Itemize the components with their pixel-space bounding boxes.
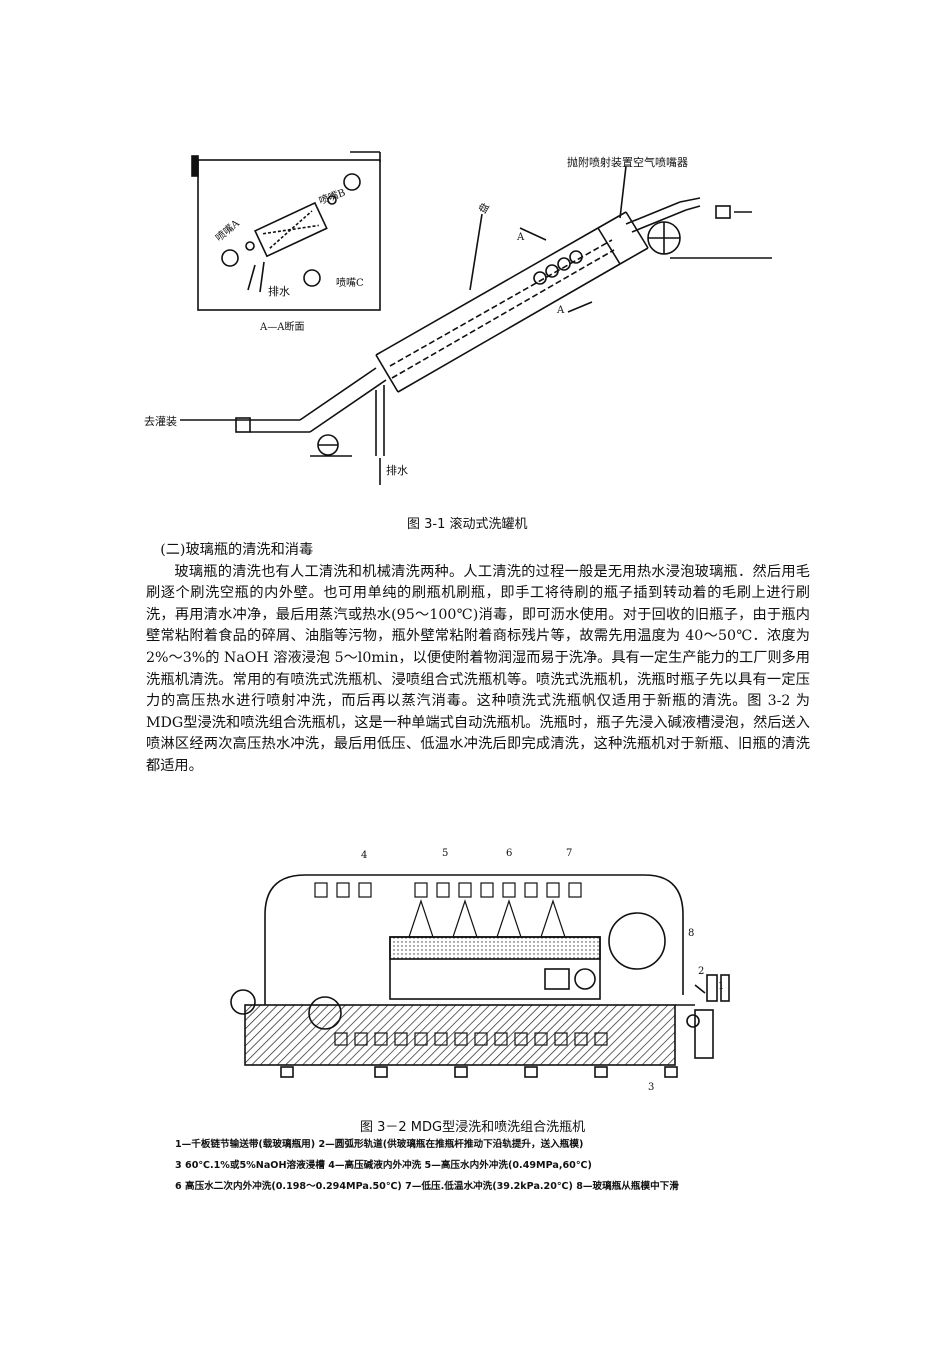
callout-7: 7 bbox=[566, 848, 573, 859]
left-sprocket-icon bbox=[230, 989, 256, 1015]
inclined-drum bbox=[375, 211, 649, 393]
section-inset-frame bbox=[197, 159, 381, 311]
callout-4: 4 bbox=[361, 850, 368, 861]
figure-3-1-caption: 图 3-1 滚动式洗罐机 bbox=[407, 517, 528, 532]
legend-line: 1—千板链节输送带(载玻璃瓶用) 2—圆弧形轨道(供玻璃瓶在推瓶杆推动下沿轨提升… bbox=[175, 1139, 584, 1150]
caustic-tank bbox=[244, 1004, 676, 1066]
figure-3-2-drawing bbox=[230, 874, 730, 1078]
callout-8: 8 bbox=[688, 928, 695, 939]
label-section-aa: A—A断面 bbox=[260, 322, 305, 333]
label-arrow-a1: A bbox=[517, 232, 525, 243]
body-text: (二)玻璃瓶的清洗和消毒 玻璃瓶的清洗也有人工清洗和机械清洗两种。人工清洗的过程… bbox=[146, 540, 810, 778]
legend-line: 3 60℃.1%或5%NaOH溶液浸槽 4—高压碱液内外冲洗 5—高压水内外冲洗… bbox=[175, 1160, 592, 1171]
figure-3-2-caption: 图 3－2 MDG型浸洗和喷洗组合洗瓶机 bbox=[360, 1120, 586, 1135]
figure-3-2-legend: 1—千板链节输送带(载玻璃瓶用) 2—圆弧形轨道(供玻璃瓶在推瓶杆推动下沿轨提升… bbox=[175, 1134, 679, 1197]
machine-housing bbox=[264, 874, 684, 1005]
callout-5: 5 bbox=[442, 848, 449, 859]
label-nozzle-c: 喷嘴C bbox=[336, 278, 364, 289]
nozzle-c-icon bbox=[303, 269, 321, 287]
submerged-bottle-row bbox=[334, 1032, 608, 1046]
label-sprayer: 抛附喷射装置空气喷嘴器 bbox=[567, 156, 688, 169]
drive-motor-icon bbox=[574, 968, 596, 990]
label-to-filling: 去灌装 bbox=[144, 415, 177, 428]
callout-1: 1 bbox=[718, 981, 725, 992]
callout-2: 2 bbox=[698, 966, 705, 977]
spray-nozzle-row bbox=[314, 882, 582, 938]
section-title: (二)玻璃瓶的清洗和消毒 bbox=[160, 542, 314, 558]
label-arrow-a2: A bbox=[557, 305, 565, 316]
nozzle-b-icon bbox=[343, 173, 361, 191]
legend-line: 6 高压水二次内外冲洗(0.198～0.294MPa.50℃) 7—低压.低温水… bbox=[175, 1181, 679, 1192]
callout-3: 3 bbox=[648, 1082, 655, 1093]
nozzle-assembly bbox=[254, 201, 328, 258]
body-paragraph: 玻璃瓶的清洗也有人工清洗和机械清洗两种。人工清洗的过程一般是无用热水浸泡玻璃瓶．… bbox=[146, 563, 810, 774]
label-drain-bottom: 排水 bbox=[386, 464, 408, 477]
label-drain-inset: 排水 bbox=[268, 285, 290, 298]
figure-3-1-drawing bbox=[180, 151, 772, 485]
right-sprocket-icon bbox=[608, 912, 666, 970]
callout-6: 6 bbox=[506, 848, 513, 859]
nozzle-a-icon bbox=[221, 249, 239, 267]
